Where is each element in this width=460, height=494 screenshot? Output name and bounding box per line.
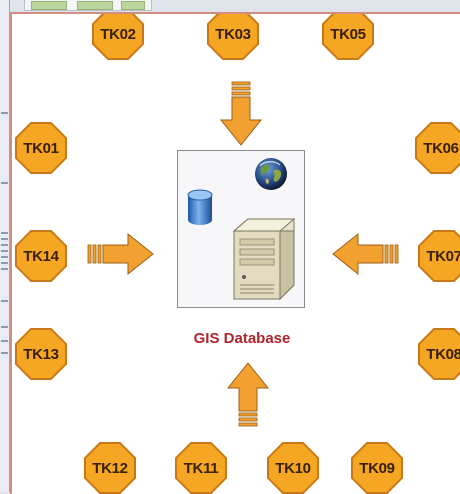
slide-thumbnail[interactable] (31, 1, 67, 10)
node-tk08: TK08 (418, 328, 460, 380)
ruler-tick (1, 112, 8, 114)
node-tk03: TK03 (207, 14, 259, 60)
node-label: TK12 (92, 459, 128, 477)
ruler-tick (1, 268, 8, 270)
node-label: TK03 (215, 25, 251, 43)
node-label: TK08 (426, 345, 460, 363)
node-tk10: TK10 (267, 442, 319, 494)
globe-icon (255, 158, 287, 190)
node-label: TK01 (23, 139, 59, 157)
arrow-down (219, 81, 263, 146)
ruler-tick (1, 262, 8, 264)
server-tower-icon (232, 218, 296, 301)
arrow-up (226, 362, 270, 427)
arrow-right (87, 232, 154, 276)
node-label: TK13 (23, 345, 59, 363)
slide-thumbnail[interactable] (121, 1, 145, 10)
ruler-tick (1, 250, 8, 252)
ruler-tick (1, 340, 8, 342)
ruler-tick (1, 238, 8, 240)
node-label: TK07 (426, 247, 460, 265)
node-label: TK02 (100, 25, 136, 43)
diagram-page: TK02 TK03 TK05 TK01 TK06 TK14 TK07 TK13 … (10, 12, 460, 494)
node-tk09: TK09 (351, 442, 403, 494)
node-label: TK11 (183, 459, 219, 477)
node-label: TK14 (23, 247, 59, 265)
ruler-tick (1, 300, 8, 302)
left-ruler (0, 0, 10, 492)
node-tk02: TK02 (92, 14, 144, 60)
center-label: GIS Database (193, 330, 291, 347)
node-label: TK06 (423, 139, 459, 157)
node-tk07: TK07 (418, 230, 460, 282)
slide-thumbnail-strip[interactable] (24, 0, 152, 11)
arrow-left (332, 232, 399, 276)
node-tk01: TK01 (15, 122, 67, 174)
gis-database-box (177, 150, 305, 308)
node-label: TK10 (275, 459, 311, 477)
ruler-tick (1, 256, 8, 258)
node-tk06: TK06 (415, 122, 460, 174)
node-tk12: TK12 (84, 442, 136, 494)
ruler-tick (1, 352, 8, 354)
node-tk13: TK13 (15, 328, 67, 380)
ruler-tick (1, 244, 8, 246)
node-label: TK09 (359, 459, 395, 477)
ruler-tick (1, 232, 8, 234)
slide-thumbnail[interactable] (77, 1, 113, 10)
ruler-tick (1, 326, 8, 328)
node-tk11: TK11 (175, 442, 227, 494)
database-cylinder-icon (187, 189, 213, 225)
node-tk05: TK05 (322, 14, 374, 60)
node-tk14: TK14 (15, 230, 67, 282)
ruler-tick (1, 182, 8, 184)
node-label: TK05 (330, 25, 366, 43)
